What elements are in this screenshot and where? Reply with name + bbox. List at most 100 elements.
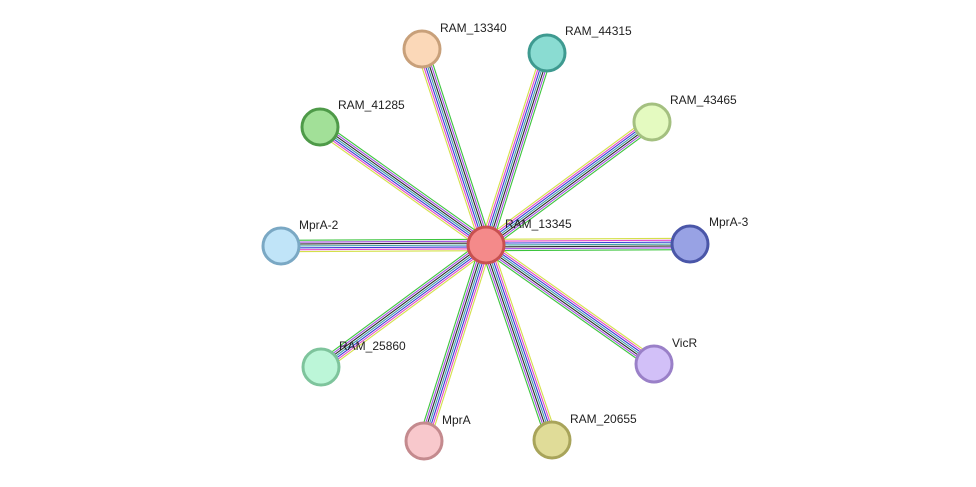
node-circle[interactable] (300, 107, 340, 147)
edge-evidence-line (483, 245, 551, 441)
node-mpra-3[interactable]: MprA-3 (670, 215, 749, 264)
edge-evidence-line (484, 120, 652, 244)
node-ram-20655[interactable]: RAM_20655 (532, 412, 637, 460)
edge-evidence-line (318, 241, 485, 365)
edge-evidence-line (485, 244, 553, 441)
edge-evidence-line (417, 50, 483, 247)
node-label: RAM_13345 (505, 217, 572, 231)
edge-evidence-line (280, 242, 486, 245)
edge-evidence-line (321, 123, 489, 243)
edge-evidence-line (281, 248, 487, 251)
node-mpra-2[interactable]: MprA-2 (261, 218, 339, 266)
edge-evidence-line (487, 53, 550, 246)
edge-evidence-line (482, 116, 649, 241)
edge-evidence-line (428, 246, 492, 443)
edge-evidence-line (280, 238, 486, 241)
edge-evidence-line (426, 47, 492, 244)
node-vicr[interactable]: VicR (634, 336, 697, 384)
node-circle[interactable] (532, 420, 572, 460)
edge-evidence-line (483, 247, 653, 368)
node-ram-41285[interactable]: RAM_41285 (300, 98, 405, 147)
node-circle[interactable] (466, 225, 506, 265)
edge-evidence-line (489, 126, 656, 251)
edge-evidence-line (487, 244, 555, 440)
edge-evidence-line (320, 125, 488, 244)
edge-ram-13345-ram-44315[interactable] (480, 51, 553, 247)
edge-evidence-line (485, 121, 653, 246)
edge-evidence-line (486, 243, 656, 363)
node-circle[interactable] (632, 102, 672, 142)
edge-evidence-line (317, 239, 483, 363)
edge-evidence-line (421, 48, 487, 246)
edge-evidence-line (490, 54, 553, 247)
edge-evidence-line (425, 47, 491, 244)
edge-ram-13345-mpra-3[interactable] (485, 237, 691, 252)
edge-ram-13345-ram-41285[interactable] (316, 121, 490, 251)
edge-evidence-line (485, 241, 690, 244)
node-label: RAM_13340 (440, 21, 507, 35)
node-label: MprA-3 (709, 215, 749, 229)
edge-evidence-line (423, 48, 489, 245)
edge-evidence-line (489, 243, 557, 439)
edge-ram-13345-ram-13340[interactable] (416, 47, 492, 247)
edge-evidence-line (487, 241, 657, 362)
edge-evidence-line (485, 239, 690, 242)
node-ram-44315[interactable]: RAM_44315 (527, 24, 632, 73)
edge-evidence-line (485, 52, 548, 246)
node-label: RAM_41285 (338, 98, 405, 112)
node-label: RAM_20655 (570, 412, 637, 426)
edge-evidence-line (423, 244, 487, 442)
edge-ram-13345-vicr[interactable] (482, 239, 658, 370)
node-circle[interactable] (301, 347, 341, 387)
edge-evidence-line (418, 243, 482, 440)
edge-ram-13345-ram-25860[interactable] (317, 239, 490, 373)
edge-ram-13345-ram-20655[interactable] (480, 242, 558, 443)
edge-evidence-line (486, 123, 654, 247)
edge-evidence-line (281, 250, 487, 253)
edge-ram-13345-mpra-2[interactable] (280, 238, 487, 253)
edge-evidence-line (488, 239, 658, 360)
node-circle[interactable] (634, 344, 674, 384)
edge-evidence-line (317, 129, 485, 249)
edge-evidence-line (419, 49, 485, 246)
edge-evidence-line (483, 118, 651, 243)
node-ram-13345[interactable]: RAM_13345 (466, 217, 572, 265)
edge-evidence-line (318, 128, 486, 247)
edges-layer (280, 47, 691, 443)
node-circle[interactable] (670, 224, 710, 264)
edge-ram-13345-ram-43465[interactable] (482, 116, 656, 251)
edge-evidence-line (280, 240, 486, 243)
edge-evidence-line (486, 245, 691, 248)
edge-evidence-line (486, 249, 691, 252)
edge-evidence-line (486, 247, 691, 250)
edge-evidence-line (481, 246, 549, 442)
edge-evidence-line (319, 243, 486, 366)
edge-evidence-line (480, 246, 548, 443)
edge-evidence-line (481, 51, 544, 245)
edge-evidence-line (485, 244, 655, 365)
edge-evidence-line (490, 242, 558, 439)
node-mpra[interactable]: MprA (404, 413, 471, 461)
node-ram-13340[interactable]: RAM_13340 (402, 21, 507, 69)
edge-ram-13345-mpra[interactable] (418, 243, 492, 443)
edge-evidence-line (281, 246, 487, 249)
edge-evidence-line (489, 53, 552, 247)
edge-evidence-line (416, 50, 482, 247)
edge-evidence-line (322, 247, 489, 371)
edge-evidence-line (316, 131, 484, 251)
edge-evidence-line (321, 246, 488, 369)
edge-evidence-line (425, 245, 489, 442)
node-circle[interactable] (404, 421, 444, 461)
node-ram-43465[interactable]: RAM_43465 (632, 93, 737, 142)
node-circle[interactable] (402, 29, 442, 69)
edge-evidence-line (480, 51, 543, 244)
edge-evidence-line (485, 237, 690, 240)
edge-evidence-line (485, 243, 691, 246)
node-circle[interactable] (261, 226, 301, 266)
edge-evidence-line (421, 244, 485, 441)
node-circle[interactable] (527, 33, 567, 73)
node-ram-25860[interactable]: RAM_25860 (301, 339, 406, 387)
node-label: RAM_44315 (565, 24, 632, 38)
